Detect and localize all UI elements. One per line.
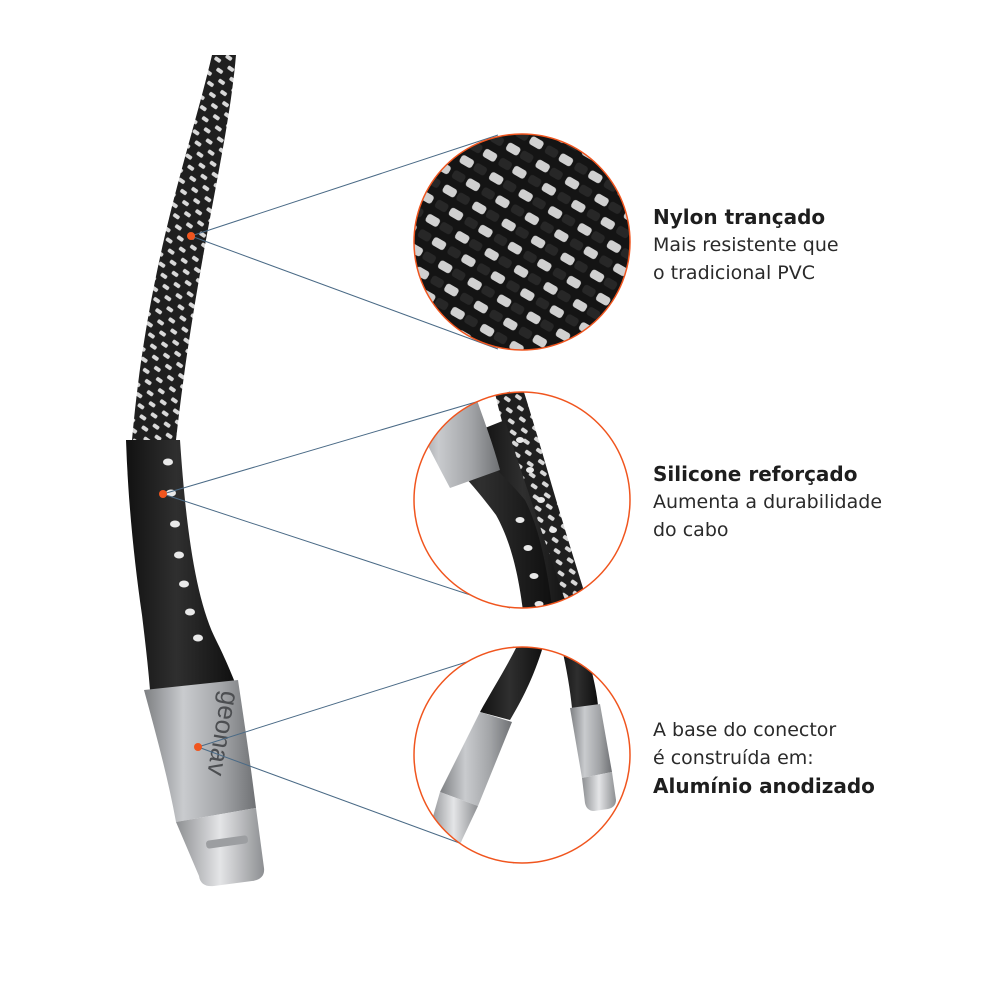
feature-title: Nylon trançado [653,205,826,229]
zoom-circle-anodized-aluminum [413,646,631,864]
feature-title: Silicone reforçado [653,462,858,486]
feature-line: é construída em: [653,747,814,769]
feature-reinforced-silicone: Silicone reforçado Aumenta a durabilidad… [653,460,882,544]
feature-line: Mais resistente que [653,234,839,256]
feature-line: A base do conector [653,719,837,741]
aluminum-connector-housing [144,680,256,822]
leader-lines [162,134,515,864]
braided-cable-section [132,55,236,440]
usb-c-plug [176,808,265,887]
feature-braided-nylon: Nylon trançado Mais resistente que o tra… [653,203,839,287]
zoom-circle-braided-nylon [413,133,631,351]
strain-relief-holes [163,458,203,642]
feature-line: do cabo [653,519,729,541]
main-cable: geonav [126,55,265,887]
feature-title: Alumínio anodizado [653,774,875,798]
feature-anodized-aluminum: A base do conector é construída em: Alum… [653,716,875,800]
feature-line: Aumenta a durabilidade [653,491,883,513]
marker-dots [159,232,202,751]
zoom-circle-reinforced-silicone [413,391,631,609]
feature-line: o tradicional PVC [653,262,815,284]
silicone-strain-relief [126,440,238,690]
